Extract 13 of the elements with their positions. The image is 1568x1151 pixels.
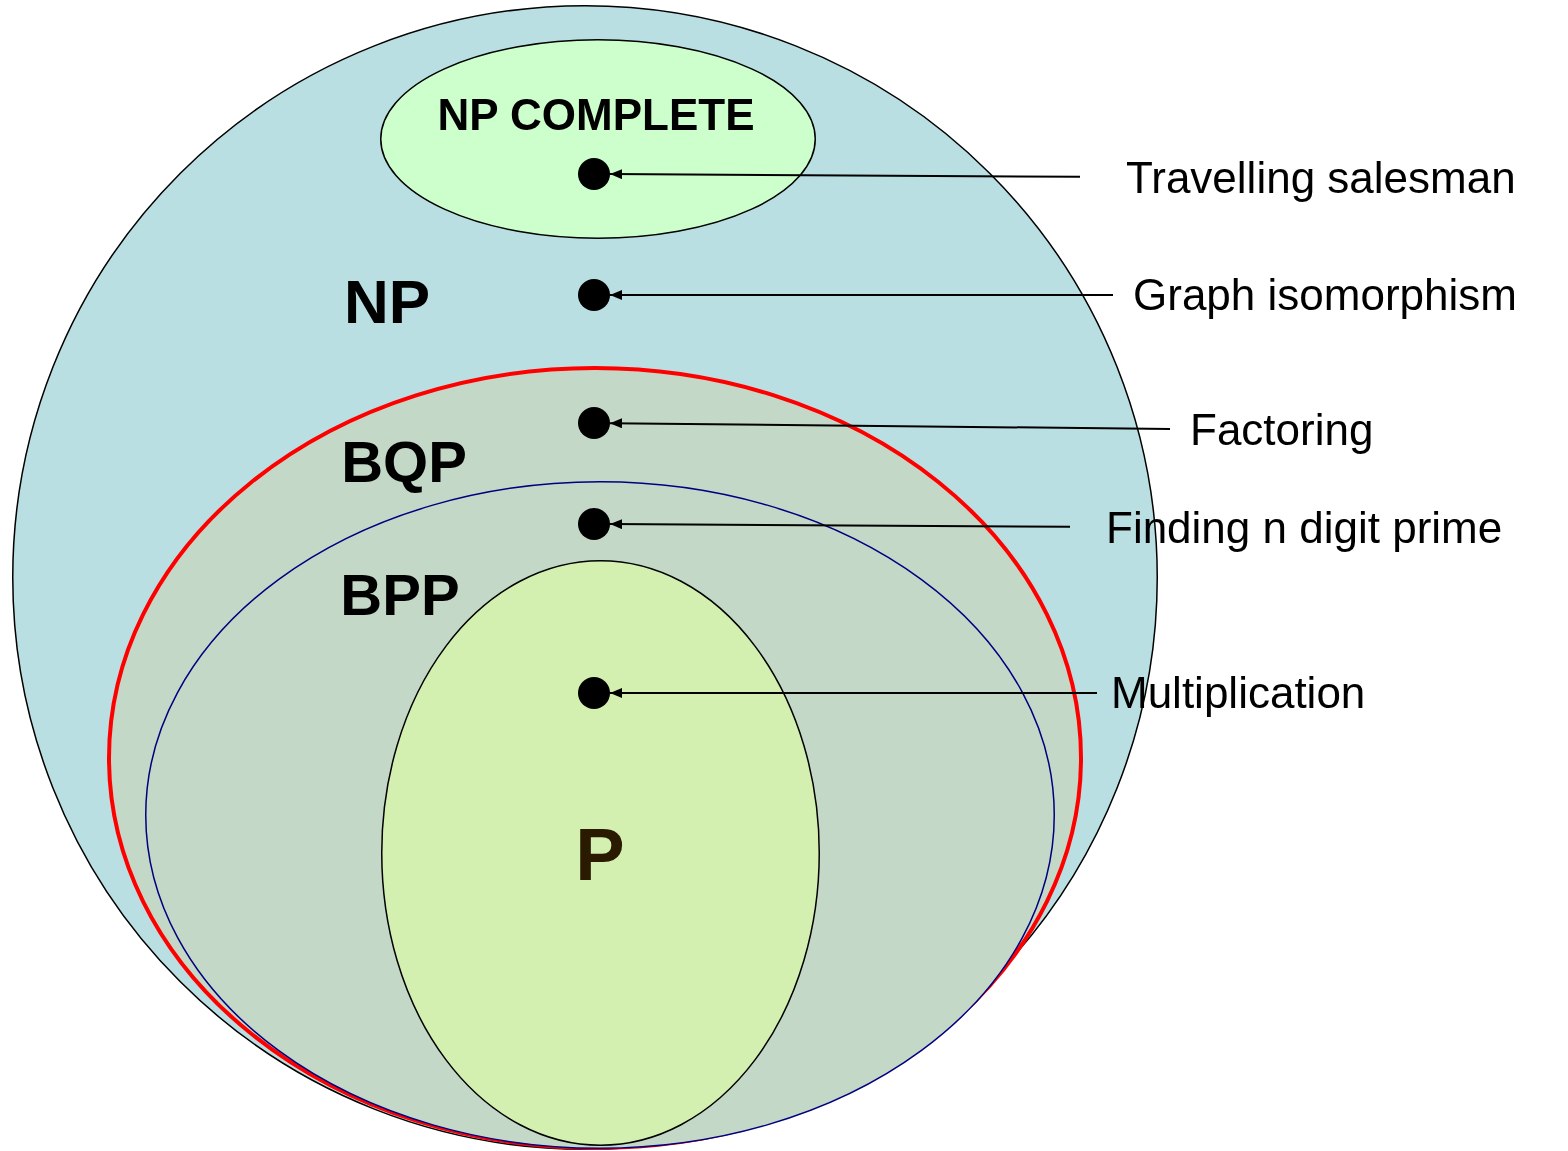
class-label: NP COMPLETE bbox=[437, 93, 755, 137]
arrow bbox=[609, 519, 1071, 530]
class-label: BPP bbox=[340, 566, 460, 624]
problem-label: Travelling salesman bbox=[1080, 156, 1516, 200]
arrow bbox=[609, 169, 1081, 180]
problem-label: Graph isomorphism bbox=[1113, 273, 1517, 317]
class-label: NP bbox=[343, 271, 431, 333]
arrow bbox=[609, 418, 1171, 430]
arrow bbox=[609, 290, 1114, 300]
class-label: P bbox=[575, 818, 625, 892]
class-label: BQP bbox=[341, 433, 467, 491]
arrow bbox=[609, 688, 1098, 698]
problem-label: Factoring bbox=[1170, 408, 1374, 452]
